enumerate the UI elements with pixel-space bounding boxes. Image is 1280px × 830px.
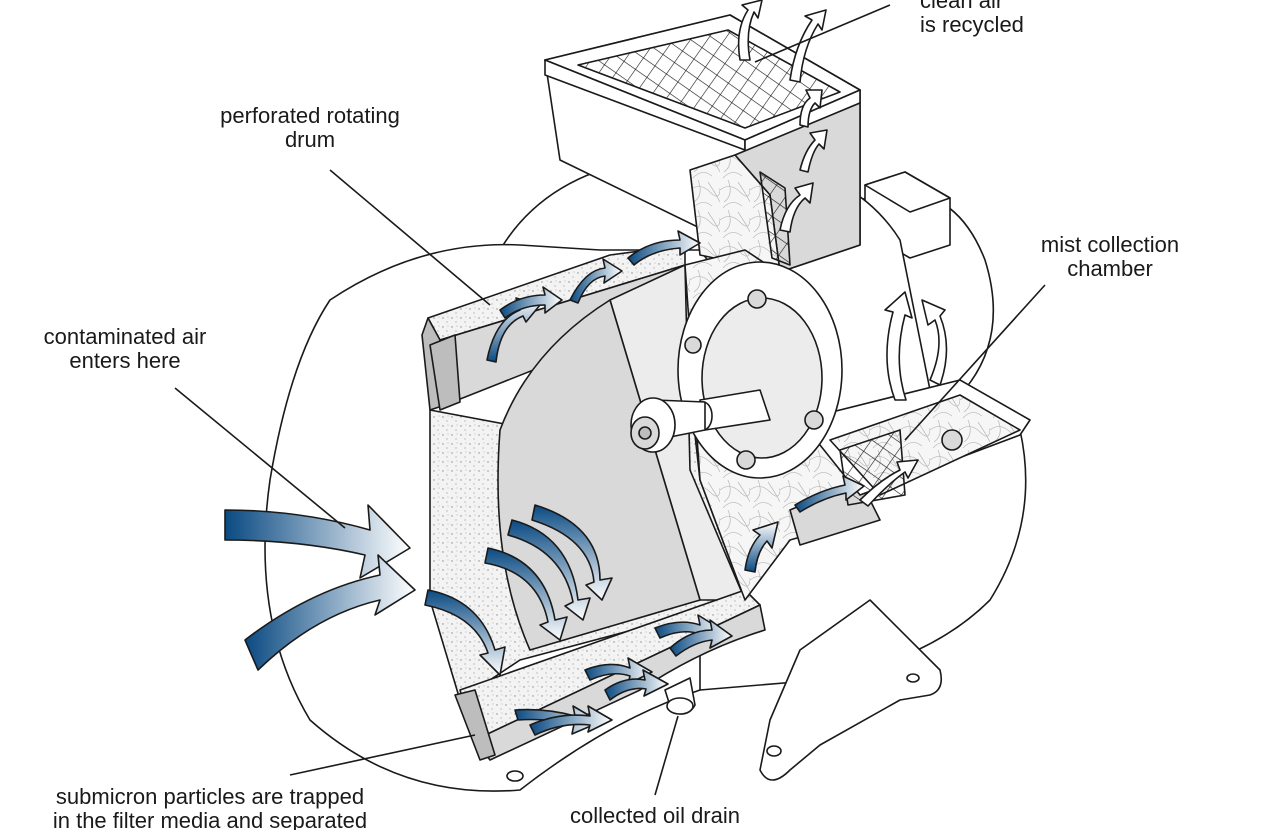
leader-mist xyxy=(904,284,1046,441)
airflow-arrows xyxy=(224,0,948,736)
drum-hub xyxy=(630,261,963,479)
leader-drum xyxy=(329,169,491,306)
leader-particles xyxy=(289,734,476,776)
clean-air-outlet xyxy=(544,14,861,273)
label-contaminated-air: contaminated air enters here xyxy=(43,324,207,373)
chamber-bolt xyxy=(941,429,963,451)
label-particles: submicron particles are trapped in the f… xyxy=(52,785,368,830)
leader-contaminated xyxy=(174,387,346,529)
leader-clean-air xyxy=(754,4,891,63)
label-oil-drain: collected oil drain xyxy=(570,803,740,828)
leader-oil-drain xyxy=(654,715,679,796)
label-mist-chamber: mist collection chamber xyxy=(1040,232,1180,281)
label-drum: perforated rotating drum xyxy=(220,103,400,152)
hub-bolts xyxy=(684,289,824,470)
label-clean-air: clean air is recycled xyxy=(920,0,1024,37)
leader-lines xyxy=(174,4,1046,796)
